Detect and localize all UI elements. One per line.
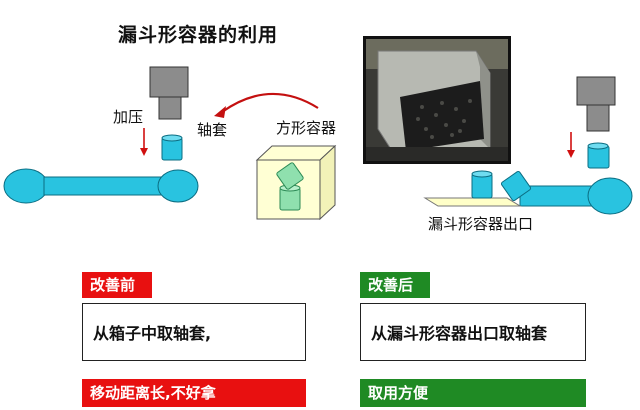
bushing-outlet-a xyxy=(471,173,493,199)
press-block-lower xyxy=(158,96,182,120)
before-description: 从箱子中取轴套, xyxy=(93,324,212,343)
before-problem-banner: 移动距离长,不好拿 xyxy=(82,379,306,407)
after-tag: 改善后 xyxy=(360,272,430,298)
label-funnel-outlet: 漏斗形容器出口 xyxy=(428,215,534,233)
after-benefit-banner: 取用方便 xyxy=(360,379,586,407)
funnel-container-photo xyxy=(363,36,511,164)
watermark: 六西格玛 xyxy=(6,398,46,409)
label-square-container: 方形容器 xyxy=(276,119,337,137)
before-description-box: 从箱子中取轴套, xyxy=(82,303,306,361)
before-tag: 改善前 xyxy=(82,272,152,298)
after-description-box: 从漏斗形容器出口取轴套 xyxy=(360,303,586,361)
press-block-lower-right xyxy=(586,104,610,132)
press-arrow-head xyxy=(140,148,148,156)
press-block-upper-right xyxy=(576,76,616,106)
square-container-graphic xyxy=(255,144,337,221)
left-press-illustration xyxy=(3,66,633,221)
funnel-outlet-tray xyxy=(423,197,522,207)
shaft-right-end xyxy=(587,177,633,215)
shaft-left-end-b xyxy=(157,169,199,203)
after-description: 从漏斗形容器出口取轴套 xyxy=(371,324,548,343)
shaft-left-end-a xyxy=(3,168,49,204)
diagram-title: 漏斗形容器的利用 xyxy=(118,24,279,46)
transfer-arrow xyxy=(221,92,319,113)
press-block-upper xyxy=(149,66,189,98)
shaft-right-body xyxy=(519,185,599,207)
shaft-left-body xyxy=(43,176,167,196)
label-bushing: 轴套 xyxy=(197,121,228,139)
bushing-outlet-b xyxy=(500,170,532,202)
label-press: 加压 xyxy=(113,108,144,126)
funnel-photo-illustration xyxy=(366,39,508,161)
